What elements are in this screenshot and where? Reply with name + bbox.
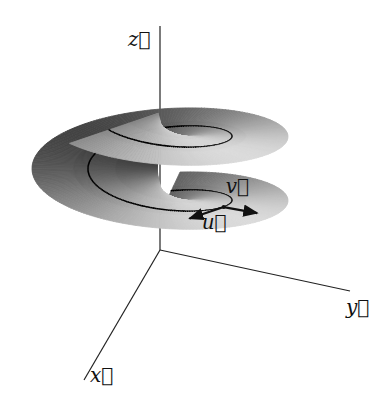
- surface-patch: [131, 114, 158, 125]
- helix-curve: [231, 199, 233, 201]
- surface-patch: [99, 123, 129, 134]
- surface-patch: [205, 135, 247, 136]
- helix-curve: [231, 199, 233, 201]
- surface-patch: [130, 114, 158, 125]
- surface-patch: [160, 122, 162, 136]
- surface-patch: [115, 168, 157, 170]
- surface-patch: [74, 169, 116, 170]
- surface-patch: [115, 170, 157, 172]
- surface-patch: [160, 186, 162, 200]
- surface-patch: [115, 169, 157, 170]
- surface-patch: [204, 198, 246, 200]
- surface-patch: [69, 133, 100, 144]
- helix-curve: [231, 135, 233, 137]
- y-axis: [160, 250, 350, 291]
- surface-patch: [72, 134, 102, 145]
- surface-patch: [160, 122, 163, 136]
- helix-curve: [231, 200, 233, 202]
- helicoid-surface: [32, 108, 288, 229]
- vector-label: u⃗: [202, 209, 227, 235]
- vector-origin: [222, 205, 226, 209]
- surface-patch: [246, 135, 288, 136]
- axes: [84, 26, 350, 380]
- vector-label: v⃗: [226, 173, 249, 199]
- surface-patch: [160, 123, 165, 137]
- surface-patch: [205, 199, 247, 200]
- surface-patch: [132, 114, 158, 126]
- surface-patch: [129, 114, 158, 125]
- surface-patch: [160, 122, 164, 136]
- surface-patch: [246, 198, 288, 199]
- helix-curve: [109, 129, 110, 131]
- surface-patch: [74, 169, 116, 170]
- surface-patch: [116, 170, 157, 172]
- surface-patch: [204, 198, 246, 200]
- surface-patch: [246, 199, 288, 200]
- surface-patch: [204, 135, 246, 137]
- helix-curve: [231, 135, 233, 137]
- x-axis: [84, 250, 160, 380]
- surface-patch: [116, 170, 157, 173]
- surface-patch: [160, 186, 164, 200]
- surface-patch: [160, 186, 163, 200]
- surface-patch: [204, 199, 246, 200]
- axis-label: y⃗: [346, 294, 369, 320]
- axis-label: x⃗: [90, 362, 113, 388]
- vector-u: [224, 207, 257, 213]
- surface-patch: [128, 113, 158, 124]
- surface-patch: [115, 169, 157, 170]
- surface-patch: [74, 170, 116, 172]
- surface-patch: [204, 134, 246, 136]
- surface-patch: [204, 134, 245, 136]
- helix-curve: [231, 135, 233, 137]
- axis-label: z⃗: [128, 26, 151, 52]
- surface-patch: [246, 134, 288, 136]
